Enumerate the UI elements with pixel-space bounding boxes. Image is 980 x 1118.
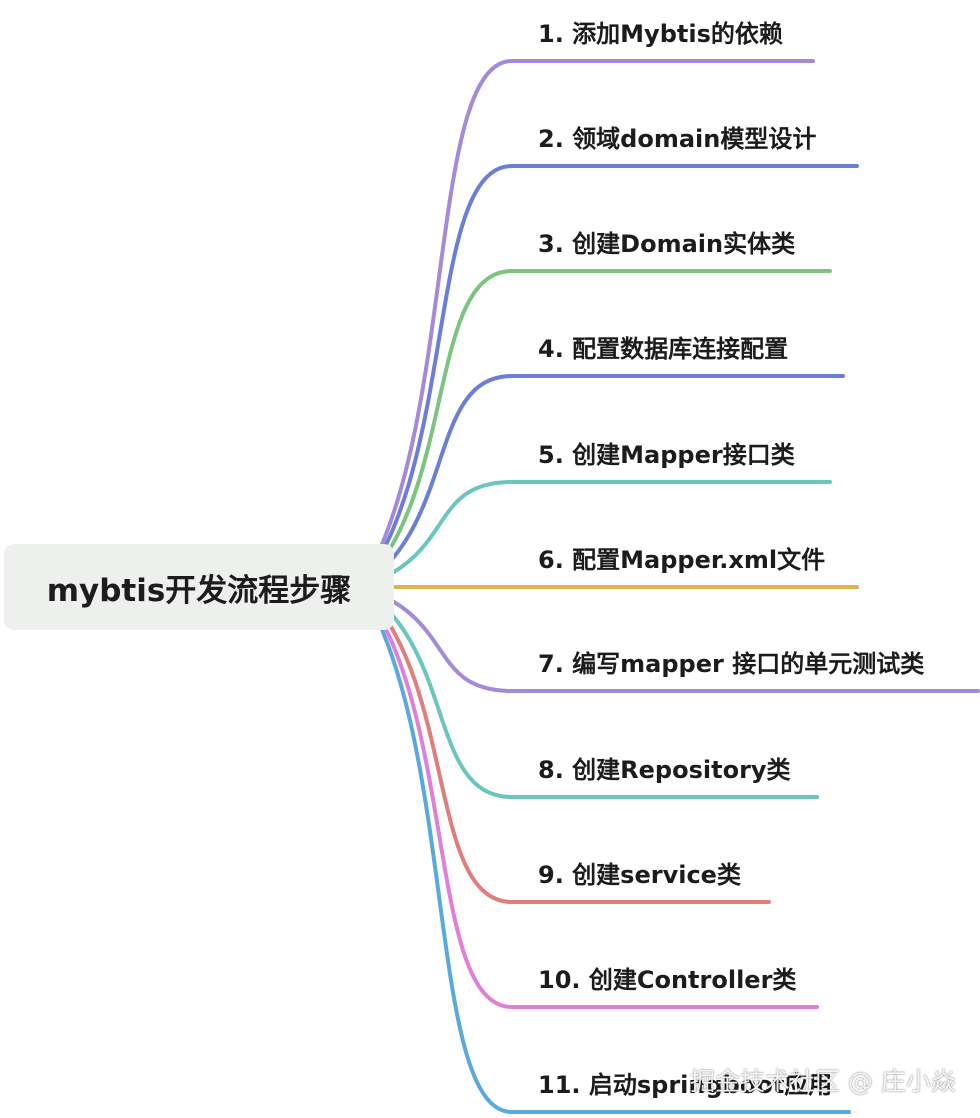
root-node: mybtis开发流程步骤 (4, 544, 394, 630)
branch-label-2: 2. 领域domain模型设计 (538, 125, 817, 153)
root-title: mybtis开发流程步骤 (46, 572, 352, 609)
connector-5 (370, 480, 832, 585)
connector-1 (370, 59, 815, 568)
branch-label-10: 10. 创建Controller类 (538, 966, 797, 994)
connector-9 (370, 597, 771, 904)
connector-4 (370, 374, 845, 581)
connector-11 (370, 606, 851, 1114)
connector-2 (370, 164, 859, 573)
branch-label-6: 6. 配置Mapper.xml文件 (538, 546, 826, 574)
branch-label-9: 9. 创建service类 (538, 861, 741, 889)
branch-label-3: 3. 创建Domain实体类 (538, 230, 796, 258)
watermark: 掘金技术社区 @ 庄小焱 (690, 1067, 956, 1096)
branch-label-5: 5. 创建Mapper接口类 (538, 441, 795, 469)
connector-3 (370, 269, 832, 577)
branch-label-4: 4. 配置数据库连接配置 (538, 335, 789, 363)
connector-10 (370, 601, 819, 1009)
connector-8 (370, 593, 819, 799)
branch-label-1: 1. 添加Mybtis的依赖 (538, 20, 783, 48)
branch-label-8: 8. 创建Repository类 (538, 756, 791, 784)
branch-label-11: 11. 启动springboot应用 (538, 1071, 833, 1099)
connector-7 (370, 589, 980, 693)
branch-label-7: 7. 编写mapper 接口的单元测试类 (538, 650, 925, 678)
